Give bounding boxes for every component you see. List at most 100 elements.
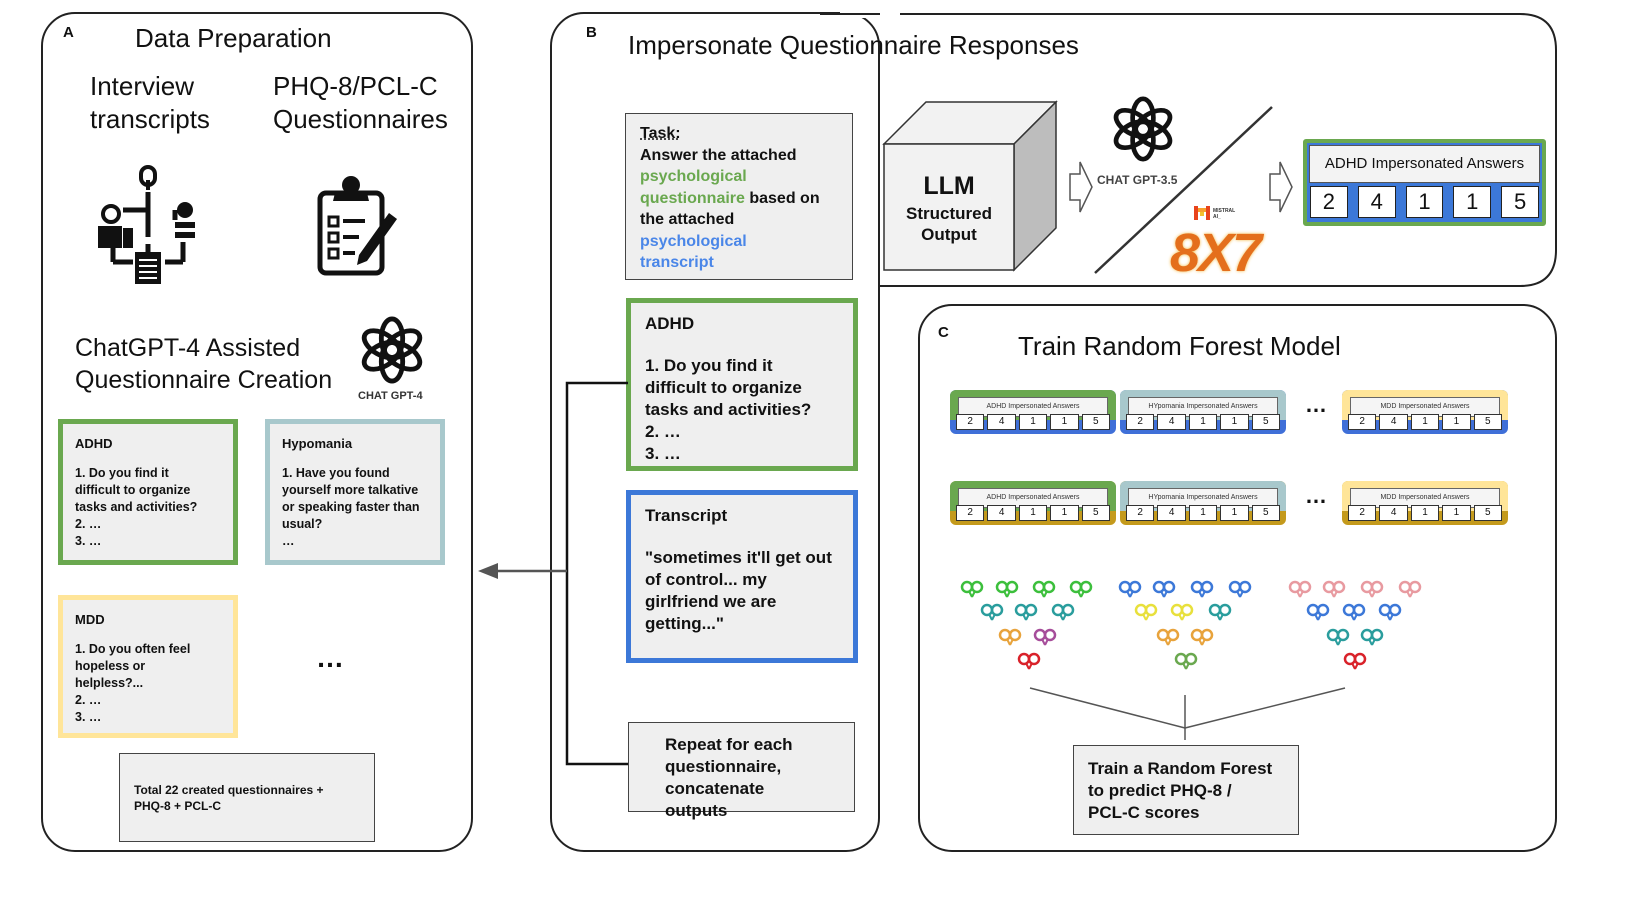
task-box: Task: Answer the attached psychological … [625, 113, 853, 280]
adhd-card-body: 1. Do you find it difficult to organize … [75, 466, 198, 548]
transcript-header: Transcript [645, 506, 728, 525]
answer-cell: 5 [1501, 186, 1539, 218]
answer-cell: 1 [1050, 505, 1079, 521]
answer-cell: 1 [1018, 505, 1048, 521]
mdd-card: MDD 1. Do you often feel hopeless or hel… [58, 595, 238, 738]
task-questionnaire-highlight: psychological questionnaire [640, 168, 747, 207]
answer-cell: 1 [1442, 414, 1471, 430]
answer-cell: 1 [1410, 505, 1440, 521]
answer-cell: 5 [1251, 414, 1281, 430]
chatgpt4-caption: CHAT GPT-4 [358, 390, 423, 402]
adhd-answers-box: ADHD Impersonated Answers 2 4 1 1 5 [1303, 139, 1546, 226]
answer-cell: 2 [1126, 505, 1155, 521]
transcript-body: "sometimes it'll get out of control... m… [645, 548, 832, 633]
answer-group-mdd-2: MDD Impersonated Answers 2 4 1 1 5 [1342, 481, 1508, 525]
answer-cell: 4 [987, 505, 1016, 521]
answer-cell: 1 [1453, 186, 1492, 218]
chatgpt35-caption: CHAT GPT-3.5 [1097, 173, 1178, 187]
decision-tree-icon [960, 580, 1093, 671]
answer-group-cells: 2 4 1 1 5 [1348, 505, 1503, 521]
task-transcript-highlight: psychological transcript [640, 232, 747, 272]
random-forest-trees [960, 580, 1422, 740]
answer-cell: 2 [956, 505, 985, 521]
adhd-questionnaire-body: 1. Do you find it difficult to organize … [645, 356, 812, 463]
mdd-card-body: 1. Do you often feel hopeless or helples… [75, 642, 191, 724]
openai-logo-icon [361, 316, 423, 384]
repeat-box: Repeat for each questionnaire, concatena… [628, 722, 855, 820]
divider-slash [1094, 106, 1273, 274]
panel-b-title: Impersonate Questionnaire Responses [628, 30, 1079, 60]
task-text: Answer the attached psychological questi… [640, 145, 838, 274]
answer-cell: 4 [1357, 186, 1396, 218]
answer-cell: 5 [1081, 505, 1111, 521]
questionnaires-title: PHQ-8/PCL-C Questionnaires [273, 71, 448, 134]
hollow-arrow-icon-2 [1269, 161, 1293, 213]
answer-group-adhd: ADHD Impersonated Answers 2 4 1 1 5 [950, 390, 1116, 434]
answer-cell: 5 [1081, 414, 1111, 430]
answer-cell: 2 [1126, 414, 1155, 430]
hollow-arrow-icon [1069, 161, 1093, 213]
openai-logo-icon-b [1113, 96, 1173, 162]
answer-group-cells: 2 4 1 1 5 [956, 505, 1111, 521]
answer-cell: 5 [1251, 505, 1281, 521]
answer-cell: 1 [1188, 414, 1218, 430]
llm-subtitle: Structured Output [906, 204, 992, 244]
questionnaire-icon [317, 176, 397, 276]
adhd-card-header: ADHD [75, 436, 113, 451]
answer-cell: 1 [1410, 414, 1440, 430]
adhd-card: ADHD 1. Do you find it difficult to orga… [58, 419, 238, 565]
answer-group-cells: 2 4 1 1 5 [1348, 414, 1503, 430]
mdd-card-header: MDD [75, 612, 105, 627]
panel-c-title: Train Random Forest Model [1018, 331, 1341, 361]
answer-cell: 2 [1348, 414, 1377, 430]
llm-title: LLM [923, 172, 975, 200]
hypomania-card-body: 1. Have you found yourself more talkativ… [282, 466, 420, 548]
answer-cell: 5 [1473, 505, 1503, 521]
panel-a-letter: A [63, 24, 74, 41]
answer-cell: 4 [1157, 414, 1186, 430]
answer-group-hypomania: HYpomania Impersonated Answers 2 4 1 1 5 [1120, 390, 1286, 434]
total-questionnaires-box: Total 22 created questionnaires + PHQ-8 … [119, 753, 375, 842]
answer-cell: 1 [1050, 414, 1079, 430]
mistral-logo-icon [1194, 206, 1210, 220]
answer-group-mdd: MDD Impersonated Answers 2 4 1 1 5 [1342, 390, 1508, 434]
answer-cell: 4 [1379, 414, 1408, 430]
interview-icon [98, 165, 195, 284]
mistral-8x7-label: 8X7 [1170, 223, 1262, 283]
hypomania-card-header: Hypomania [282, 436, 353, 451]
decision-tree-icon [1288, 580, 1422, 671]
adhd-answers-cells: 2 4 1 1 5 [1310, 186, 1539, 218]
answer-cell: 1 [1188, 505, 1218, 521]
answer-group-cells: 2 4 1 1 5 [956, 414, 1111, 430]
answer-cell: 1 [1220, 505, 1249, 521]
interview-transcripts-title: Interview transcripts [90, 71, 210, 134]
answer-group-cells: 2 4 1 1 5 [1126, 505, 1281, 521]
panel-c-letter: C [938, 324, 949, 341]
answer-cell: 1 [1018, 414, 1048, 430]
adhd-questionnaire-header: ADHD [645, 314, 695, 333]
answer-cell: 1 [1442, 505, 1471, 521]
mistral-caption: MISTRAL AI_ [1213, 208, 1236, 220]
answer-group-cells: 2 4 1 1 5 [1126, 414, 1281, 430]
train-random-forest-box: Train a Random Forest to predict PHQ-8 /… [1073, 745, 1299, 835]
adhd-questionnaire-card: ADHD 1. Do you find it difficult to orga… [626, 298, 858, 471]
answer-cell: 2 [956, 414, 985, 430]
decision-tree-icon [1118, 580, 1252, 671]
row2-ellipsis: … [1305, 483, 1327, 508]
answer-group-adhd-2: ADHD Impersonated Answers 2 4 1 1 5 [950, 481, 1116, 525]
answer-group-hypomania-2: HYpomania Impersonated Answers 2 4 1 1 5 [1120, 481, 1286, 525]
answer-cell: 1 [1405, 186, 1444, 218]
llm-cube [882, 100, 1058, 272]
panel-b-letter: B [586, 24, 597, 41]
answer-cell: 4 [1157, 505, 1186, 521]
answer-cell: 2 [1310, 186, 1348, 218]
task-line1: Answer the attached [640, 146, 797, 164]
answer-cell: 5 [1473, 414, 1503, 430]
answer-cell: 4 [1379, 505, 1408, 521]
transcript-card: Transcript "sometimes it'll get out of c… [626, 490, 858, 663]
answer-cell: 1 [1220, 414, 1249, 430]
adhd-answers-label: ADHD Impersonated Answers [1309, 145, 1540, 183]
creation-title: ChatGPT-4 Assisted Questionnaire Creatio… [75, 334, 333, 394]
